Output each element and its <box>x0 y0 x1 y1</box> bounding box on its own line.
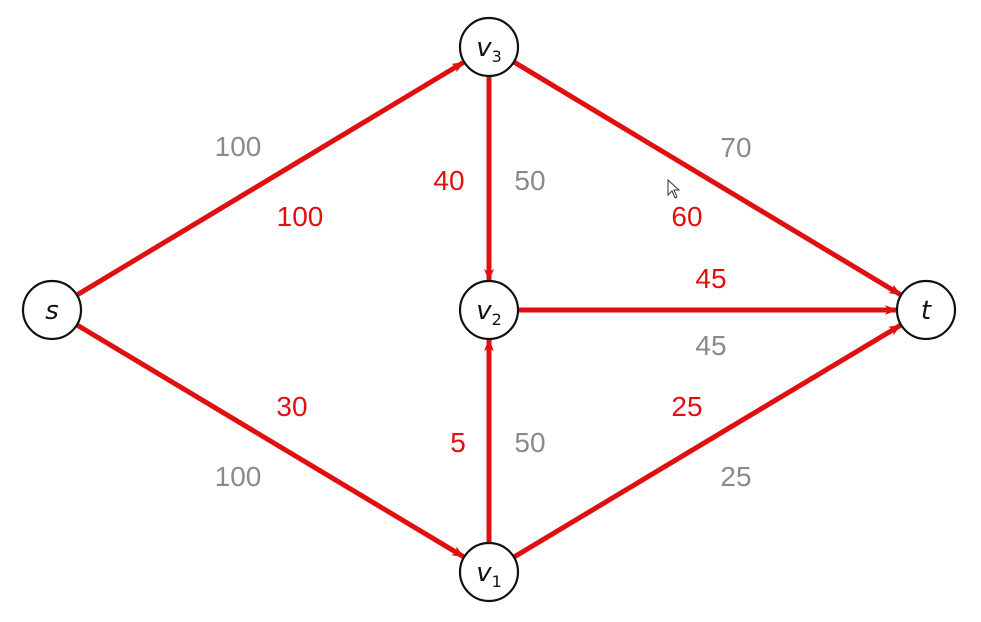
edge-v1-v2-flow-label: 5 <box>450 427 466 458</box>
edge-v2-t-flow-label: 45 <box>695 263 726 294</box>
edge-s-v1-capacity-label: 100 <box>215 461 262 492</box>
node-s-circle <box>21 279 83 341</box>
node-t-circle <box>895 279 957 341</box>
edge-s-v1-flow-label: 30 <box>276 391 307 422</box>
edge-v3-t-capacity-label: 70 <box>720 132 751 163</box>
node-v1-circle <box>458 541 520 603</box>
edge-s-v3-capacity-label: 100 <box>215 131 262 162</box>
node-v1-name: v <box>476 558 492 588</box>
edge-v3-t-flow-label: 60 <box>671 201 702 232</box>
node-v3-label: v3 <box>476 33 502 66</box>
mouse-cursor-icon <box>667 178 681 199</box>
edge-v1-t-arrow <box>512 323 902 560</box>
node-v3-name: v <box>476 33 492 63</box>
node-v3-circle <box>458 16 520 78</box>
node-v3-subscript: 3 <box>492 47 502 66</box>
node-s-label: s <box>45 296 59 326</box>
edges-layer <box>75 59 902 560</box>
node-v2-name: v <box>476 296 492 326</box>
edge-v2-t-capacity-label: 45 <box>695 330 726 361</box>
edge-s-v1-arrow <box>75 322 465 559</box>
node-t: t <box>895 279 957 341</box>
node-s: s <box>21 279 83 341</box>
edge-s-v3-flow-label: 100 <box>277 201 324 232</box>
edge-v3-v2-capacity-label: 50 <box>514 165 545 196</box>
node-t-label: t <box>921 296 932 326</box>
node-v1: v1 <box>458 541 520 603</box>
edge-labels-layer: 100 100 30 100 40 50 5 50 60 70 45 45 25 25 <box>215 131 752 492</box>
node-v2-circle <box>458 279 520 341</box>
node-v2: v2 <box>458 279 520 341</box>
node-v1-label: v1 <box>476 558 502 591</box>
edge-v3-t-arrow <box>512 59 902 297</box>
edge-v1-t-capacity-label: 25 <box>720 461 751 492</box>
node-v2-label: v2 <box>476 296 502 329</box>
node-t-name: t <box>921 296 932 326</box>
node-v1-subscript: 1 <box>492 572 502 591</box>
node-s-name: s <box>45 296 59 326</box>
node-v3: v3 <box>458 16 520 78</box>
edge-s-v3-arrow <box>75 60 465 298</box>
edge-v3-v2-flow-label: 40 <box>433 165 464 196</box>
edge-v1-v2-capacity-label: 50 <box>514 427 545 458</box>
node-v2-subscript: 2 <box>492 310 502 329</box>
edge-v1-t-flow-label: 25 <box>671 391 702 422</box>
